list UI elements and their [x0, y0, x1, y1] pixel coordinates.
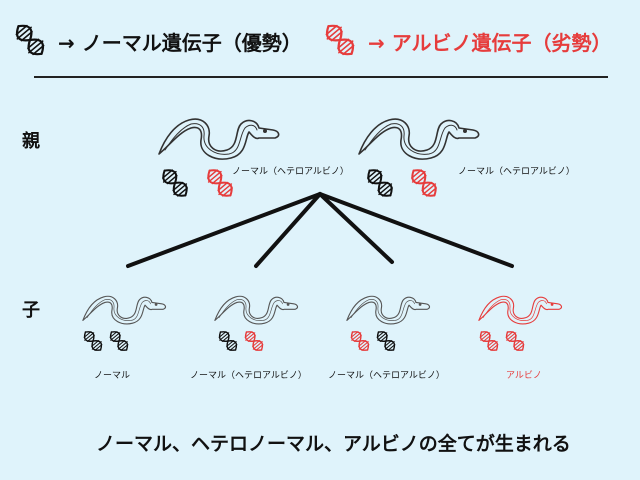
dna-icon	[505, 331, 525, 351]
line-to-child-3	[318, 192, 394, 264]
dna-icon	[83, 331, 103, 351]
dna-icon	[207, 169, 233, 197]
child-label: ノーマル（ヘテロアルビノ）	[328, 371, 445, 381]
dna-icon	[244, 331, 264, 351]
line-to-child-1	[126, 192, 322, 268]
parent-snake	[358, 118, 480, 160]
dna-icon	[218, 331, 238, 351]
dna-icon	[479, 331, 499, 351]
parent-label: ノーマル（ヘテロアルビノ）	[458, 167, 575, 177]
child-label: ノーマル	[94, 371, 131, 381]
child-generation-label: 子	[22, 300, 40, 321]
dna-icon	[376, 331, 396, 351]
dna-icon	[162, 169, 188, 197]
child-label: アルビノ	[506, 371, 542, 381]
parent-label: ノーマル（ヘテロアルビノ）	[232, 167, 349, 177]
dna-icon	[411, 169, 437, 197]
dna-icon	[325, 24, 355, 56]
child-label: ノーマル（ヘテロアルビノ）	[190, 371, 307, 381]
line-to-child-2	[254, 192, 322, 268]
child-snake	[346, 295, 431, 325]
parent-generation-label: 親	[22, 131, 40, 152]
child-snake-albino	[478, 295, 563, 325]
line-to-child-4	[318, 192, 514, 268]
legend-albino-text: → アルビノ遺伝子（劣勢）	[368, 31, 612, 55]
dna-icon	[15, 24, 45, 56]
conclusion-text: ノーマル、ヘテロノーマル、アルビノの全てが生まれる	[96, 433, 571, 455]
legend-normal-text: → ノーマル遺伝子（優勢）	[58, 31, 302, 55]
child-snake	[82, 295, 167, 325]
parent-snake	[158, 118, 280, 160]
child-snake	[214, 295, 299, 325]
dna-icon	[367, 169, 393, 197]
dna-icon	[109, 331, 129, 351]
divider	[34, 76, 608, 78]
dna-icon	[350, 331, 370, 351]
